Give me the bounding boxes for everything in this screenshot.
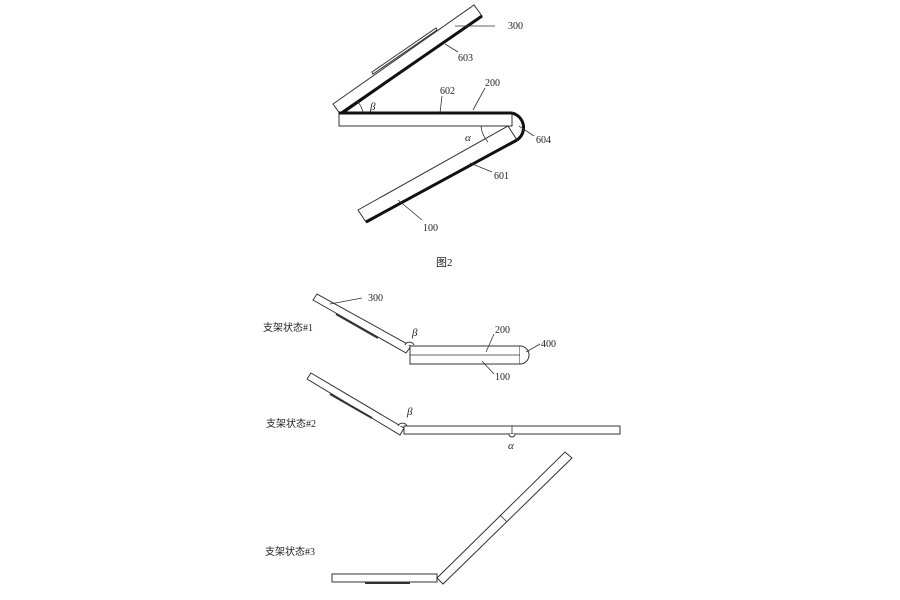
- panel-200: [338, 112, 513, 127]
- label-100: 100: [423, 223, 438, 234]
- stand-state-1: 300 200 400 100 β 支架状态#1: [263, 293, 556, 383]
- flex-bend-604: [511, 111, 526, 142]
- hinge-400: [519, 345, 530, 365]
- label-604: 604: [536, 135, 551, 146]
- label-100: 100: [495, 372, 510, 383]
- label-beta: β: [369, 101, 376, 113]
- label-400: 400: [541, 339, 556, 350]
- panels-raised: [436, 451, 573, 585]
- label-alpha: α: [465, 132, 471, 144]
- angle-beta-arc: [404, 341, 415, 346]
- label-beta: β: [411, 327, 418, 339]
- screen-strip: [371, 27, 438, 75]
- angle-alpha-arc: [508, 433, 516, 438]
- angle-beta-arc: [397, 422, 408, 427]
- label-200: 200: [485, 78, 500, 89]
- flex-layer-603: [339, 14, 483, 116]
- label-beta: β: [406, 406, 413, 418]
- label-300: 300: [368, 293, 383, 304]
- angle-alpha-arc: [480, 125, 489, 143]
- state-3-title: 支架状态#3: [265, 545, 315, 558]
- figure-2-caption: 图2: [436, 256, 453, 269]
- stand-state-2: β α 支架状态#2: [266, 372, 621, 452]
- state-1-title: 支架状态#1: [263, 321, 313, 334]
- figure-2: 300 603 200 602 604 601 100 β α 图2: [332, 4, 551, 269]
- label-300: 300: [508, 21, 523, 32]
- label-603: 603: [458, 53, 473, 64]
- state-2-title: 支架状态#2: [266, 417, 316, 430]
- stand-state-3: 支架状态#3: [265, 451, 573, 585]
- panel-base: [331, 573, 438, 583]
- label-alpha: α: [508, 440, 514, 452]
- angle-beta-arc: [356, 100, 364, 114]
- label-200: 200: [495, 325, 510, 336]
- panel-300: [306, 372, 405, 436]
- panel-300: [312, 293, 412, 354]
- label-601: 601: [494, 171, 509, 182]
- flex-layer-601: [365, 138, 518, 224]
- label-602: 602: [440, 86, 455, 97]
